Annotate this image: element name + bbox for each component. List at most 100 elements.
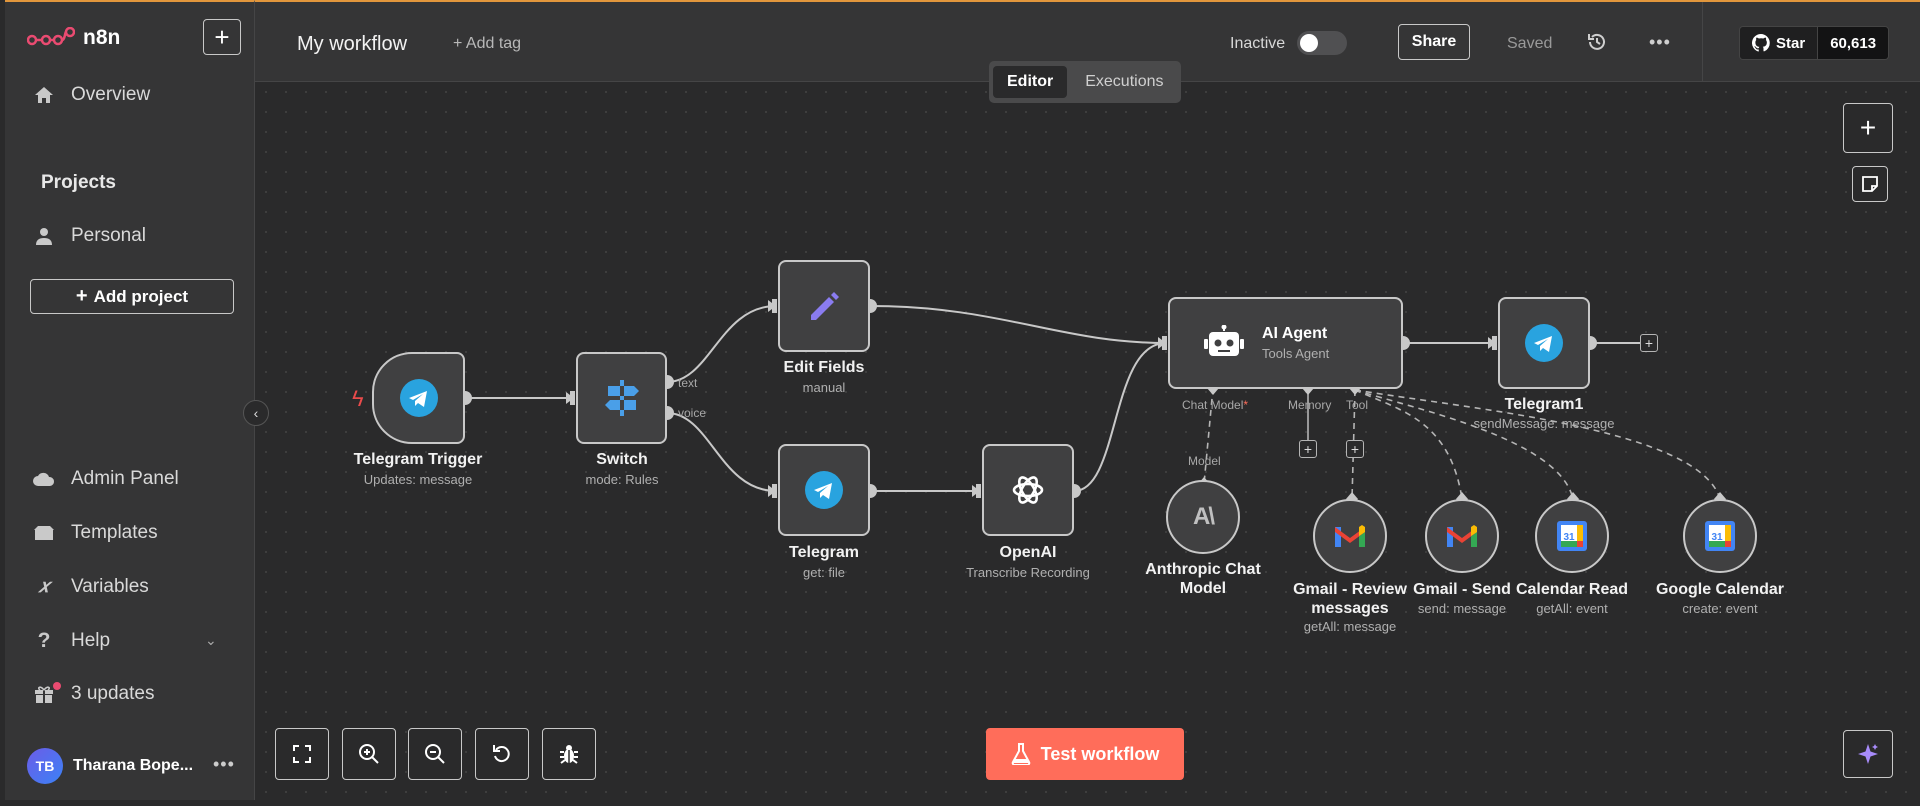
calendar-icon: 31 xyxy=(1705,521,1735,551)
github-star: Star xyxy=(1740,27,1818,59)
notification-dot xyxy=(53,682,61,690)
sidebar-item-overview[interactable]: Overview xyxy=(33,84,150,106)
node-title: Edit Fields xyxy=(783,359,865,376)
sidebar-item-variables[interactable]: 𝑥 Variables xyxy=(33,576,149,598)
history-icon[interactable] xyxy=(1587,32,1607,57)
github-star-button[interactable]: Star 60,613 xyxy=(1739,26,1890,60)
add-tool-button[interactable]: + xyxy=(1346,440,1364,458)
flask-icon xyxy=(1011,743,1030,765)
node-calendar-read[interactable]: 31 xyxy=(1535,499,1609,573)
node-subtitle: create: event xyxy=(1682,601,1758,616)
node-ai-agent[interactable]: AI Agent Tools Agent xyxy=(1168,297,1403,389)
sidebar-item-admin-panel[interactable]: Admin Panel xyxy=(33,468,179,490)
avatar: TB xyxy=(27,748,63,784)
telegram-icon xyxy=(1525,324,1563,362)
more-options-icon[interactable]: ••• xyxy=(1649,32,1671,52)
ai-assistant-button[interactable] xyxy=(1843,730,1893,778)
node-subtitle: Transcribe Recording xyxy=(966,565,1090,580)
chevron-down-icon[interactable]: ⌄ xyxy=(205,632,217,648)
zoom-out-button[interactable] xyxy=(408,728,462,780)
svg-text:31: 31 xyxy=(1711,532,1723,543)
debug-button[interactable] xyxy=(542,728,596,780)
more-icon[interactable]: ••• xyxy=(213,754,235,774)
port-label-voice: voice xyxy=(678,406,707,420)
sidebar-item-label: Help xyxy=(71,630,111,651)
node-title: Gmail - Review messages xyxy=(1293,581,1407,617)
sidebar-item-label: Templates xyxy=(71,522,158,543)
sidebar: n8n + Overview Projects Personal + Add p… xyxy=(5,0,255,800)
fit-view-button[interactable] xyxy=(275,728,329,780)
node-google-calendar[interactable]: 31 xyxy=(1683,499,1757,573)
node-gmail-review[interactable] xyxy=(1313,499,1387,573)
agent-text: AI Agent Tools Agent xyxy=(1262,325,1329,361)
node-gmail-send[interactable] xyxy=(1425,499,1499,573)
node-title: Calendar Read xyxy=(1515,581,1629,598)
active-toggle[interactable] xyxy=(1297,31,1347,55)
test-workflow-button[interactable]: Test workflow xyxy=(986,728,1184,780)
node-title: Telegram xyxy=(789,544,859,561)
user-name: Tharana Bope... xyxy=(73,757,194,774)
chevron-left-icon: ‹ xyxy=(253,405,259,421)
fullscreen-icon xyxy=(293,745,311,763)
projects-heading: Projects xyxy=(41,172,116,193)
port-label-text: text xyxy=(678,376,698,390)
tab-executions[interactable]: Executions xyxy=(1085,73,1164,90)
add-memory-button[interactable]: + xyxy=(1299,440,1317,458)
workflow-name[interactable]: My workflow xyxy=(297,33,408,55)
node-switch[interactable] xyxy=(576,352,667,444)
github-star-count: 60,613 xyxy=(1817,27,1889,59)
node-title: Telegram Trigger xyxy=(353,451,483,468)
node-telegram-trigger[interactable] xyxy=(372,352,465,444)
sticky-note-icon xyxy=(1862,176,1878,192)
node-title: Gmail - Send xyxy=(1413,581,1511,598)
port-label-chat-model: Chat Model* xyxy=(1182,398,1249,412)
node-openai[interactable] xyxy=(982,444,1074,536)
home-icon xyxy=(33,84,55,106)
n8n-logo[interactable]: n8n xyxy=(27,26,120,50)
variable-icon: 𝑥 xyxy=(38,576,50,597)
node-telegram1[interactable] xyxy=(1498,297,1590,389)
add-next-node-button[interactable]: + xyxy=(1640,334,1658,352)
switch-icon xyxy=(604,380,639,416)
node-anthropic-chat-model[interactable]: A\ xyxy=(1166,480,1240,554)
collapse-sidebar-button[interactable]: ‹ xyxy=(243,400,269,426)
plus-icon: + xyxy=(1859,112,1877,143)
node-title: Telegram1 xyxy=(1504,396,1584,413)
view-tabs: Editor Executions xyxy=(989,61,1181,103)
sidebar-item-personal[interactable]: Personal xyxy=(33,225,146,247)
port-label-tool: Tool xyxy=(1346,398,1369,412)
port-label-model: Model xyxy=(1188,454,1221,468)
zoom-in-button[interactable] xyxy=(342,728,396,780)
tab-editor[interactable]: Editor xyxy=(993,66,1068,98)
node-title: AI Agent xyxy=(1262,325,1328,342)
add-node-button[interactable]: + xyxy=(1843,103,1893,153)
port-label-memory: Memory xyxy=(1288,398,1332,412)
node-title: OpenAI xyxy=(999,544,1057,561)
add-sticky-note-button[interactable] xyxy=(1852,166,1888,202)
test-workflow-label: Test workflow xyxy=(1040,743,1160,764)
status-label: Inactive xyxy=(1230,35,1286,52)
reset-zoom-button[interactable] xyxy=(475,728,529,780)
sidebar-item-updates[interactable]: 3 updates xyxy=(33,683,154,705)
gmail-icon xyxy=(1447,525,1477,547)
robot-icon xyxy=(1204,325,1244,356)
github-star-label: Star xyxy=(1776,34,1806,52)
sidebar-item-templates[interactable]: Templates xyxy=(33,522,158,544)
telegram-icon xyxy=(399,379,438,417)
node-telegram[interactable] xyxy=(778,444,870,536)
node-edit-fields[interactable] xyxy=(778,260,870,352)
share-button[interactable]: Share xyxy=(1398,24,1470,60)
create-button[interactable]: + xyxy=(203,19,241,55)
node-subtitle: getAll: message xyxy=(1303,619,1397,634)
add-project-label: Add project xyxy=(93,286,189,306)
workflow-canvas[interactable] xyxy=(256,82,1920,806)
user-menu[interactable]: TB Tharana Bope... xyxy=(27,748,193,784)
sparkle-icon xyxy=(1858,744,1878,764)
pencil-icon xyxy=(811,292,839,320)
add-project-button[interactable]: + Add project xyxy=(30,279,234,314)
add-tag-button[interactable]: + Add tag xyxy=(453,35,522,52)
sidebar-item-label: Personal xyxy=(71,225,146,246)
node-title: Switch xyxy=(596,451,648,468)
telegram-icon xyxy=(805,471,843,509)
sidebar-item-help[interactable]: ? Help xyxy=(33,629,111,652)
